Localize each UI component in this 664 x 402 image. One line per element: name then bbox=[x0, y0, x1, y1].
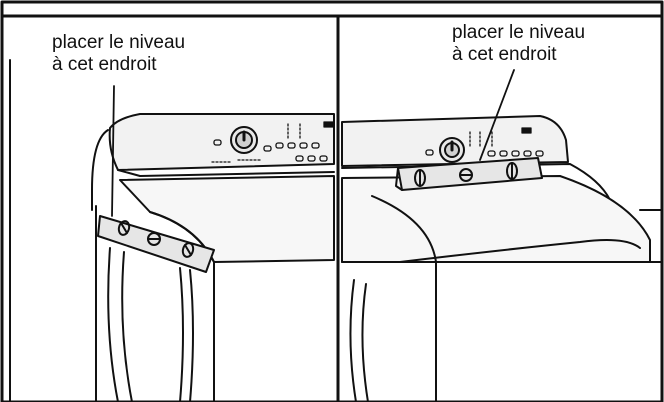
left-caption-line2: à cet endroit bbox=[52, 54, 185, 76]
right-caption: placer le niveau à cet endroit bbox=[452, 22, 585, 66]
right-control-knob-icon bbox=[440, 138, 464, 162]
left-caption-line1: placer le niveau bbox=[52, 32, 185, 54]
left-caption: placer le niveau à cet endroit bbox=[52, 32, 185, 76]
right-caption-line2: à cet endroit bbox=[452, 44, 585, 66]
left-control-knob-icon bbox=[231, 127, 257, 153]
right-caption-line1: placer le niveau bbox=[452, 22, 585, 44]
